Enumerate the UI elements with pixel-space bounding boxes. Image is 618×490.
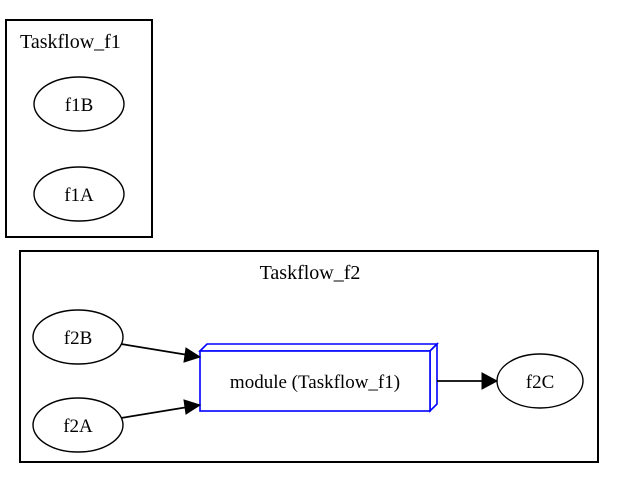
node-f2C[interactable]: f2C <box>496 353 584 409</box>
node-f2B-label: f2B <box>64 328 93 349</box>
edge-module-to-f2C[interactable] <box>437 372 499 390</box>
edge-f2B-to-module-arrowhead <box>183 347 202 363</box>
node-f1A-label: f1A <box>64 185 94 206</box>
module-top-face <box>198 343 439 352</box>
node-f2A[interactable]: f2A <box>32 397 124 453</box>
node-f1B-ellipse <box>33 76 125 132</box>
edge-f2A-to-module[interactable] <box>120 399 202 419</box>
node-f1B-label: f1B <box>65 95 94 116</box>
cluster-taskflow-f2-border <box>19 250 599 463</box>
node-f1A[interactable]: f1A <box>33 166 125 222</box>
edge-f2B-to-module-line <box>120 343 189 356</box>
node-f1A-ellipse <box>33 166 125 222</box>
cluster-taskflow-f1-label: Taskflow_f1 <box>20 31 121 53</box>
module-front-face <box>199 350 431 412</box>
cluster-taskflow-f2-label: Taskflow_f2 <box>260 262 361 284</box>
node-f2A-label: f2A <box>63 416 93 437</box>
cluster-taskflow-f2[interactable]: Taskflow_f2 <box>19 250 599 463</box>
cluster-taskflow-f1-border <box>5 19 153 238</box>
node-f2A-ellipse <box>32 397 124 453</box>
node-f2C-label: f2C <box>526 372 555 393</box>
edge-f2A-to-module-line <box>120 406 189 419</box>
edge-f2A-to-module-arrowhead <box>183 399 202 415</box>
edge-module-to-f2C-arrowhead <box>481 372 499 390</box>
module-label: module (Taskflow_f1) <box>230 372 400 393</box>
module-right-face <box>429 342 438 413</box>
edge-f2B-to-module[interactable] <box>120 343 202 363</box>
node-f1B[interactable]: f1B <box>33 76 125 132</box>
node-f2B-ellipse <box>32 309 124 365</box>
node-module-taskflow-f1[interactable]: module (Taskflow_f1) <box>198 342 439 413</box>
cluster-taskflow-f1[interactable]: Taskflow_f1 <box>5 19 153 238</box>
node-f2B[interactable]: f2B <box>32 309 124 365</box>
